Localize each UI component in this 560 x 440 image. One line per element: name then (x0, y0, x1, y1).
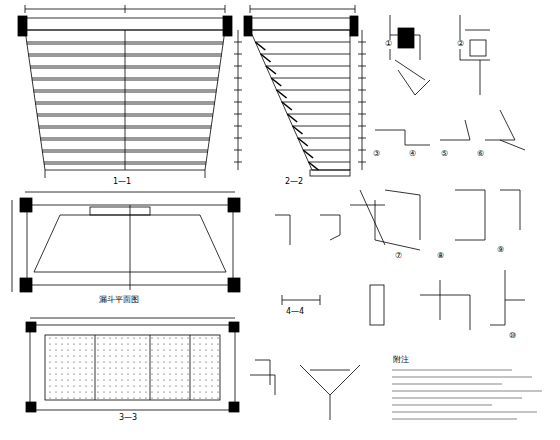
notes-title: 附注 (392, 356, 410, 365)
callout-number: ⑦ (394, 252, 403, 261)
callout-number: ① (384, 40, 393, 49)
callout-number: ⑥ (476, 150, 485, 159)
section-label: 3—3 (118, 414, 138, 423)
section-3-3 (26, 318, 239, 412)
callout-number: ③ (372, 150, 381, 159)
callout-number: ② (456, 40, 465, 49)
callout-number: ⑤ (440, 150, 449, 159)
section-label: 2—2 (284, 178, 304, 187)
view-title: 漏斗平面图 (98, 296, 140, 305)
callout-number: ⑧ (436, 252, 445, 261)
section-label: 1—1 (112, 178, 132, 187)
callout-number: ⑨ (496, 246, 505, 255)
section-1-1 (18, 5, 242, 178)
callout-number: ④ (408, 150, 417, 159)
callout-number: ⑩ (508, 332, 517, 341)
notes-lines (392, 370, 542, 419)
section-2-2 (244, 5, 366, 176)
hopper-plan (12, 192, 240, 292)
section-label: 4—4 (285, 308, 305, 317)
connection-details (250, 15, 525, 420)
